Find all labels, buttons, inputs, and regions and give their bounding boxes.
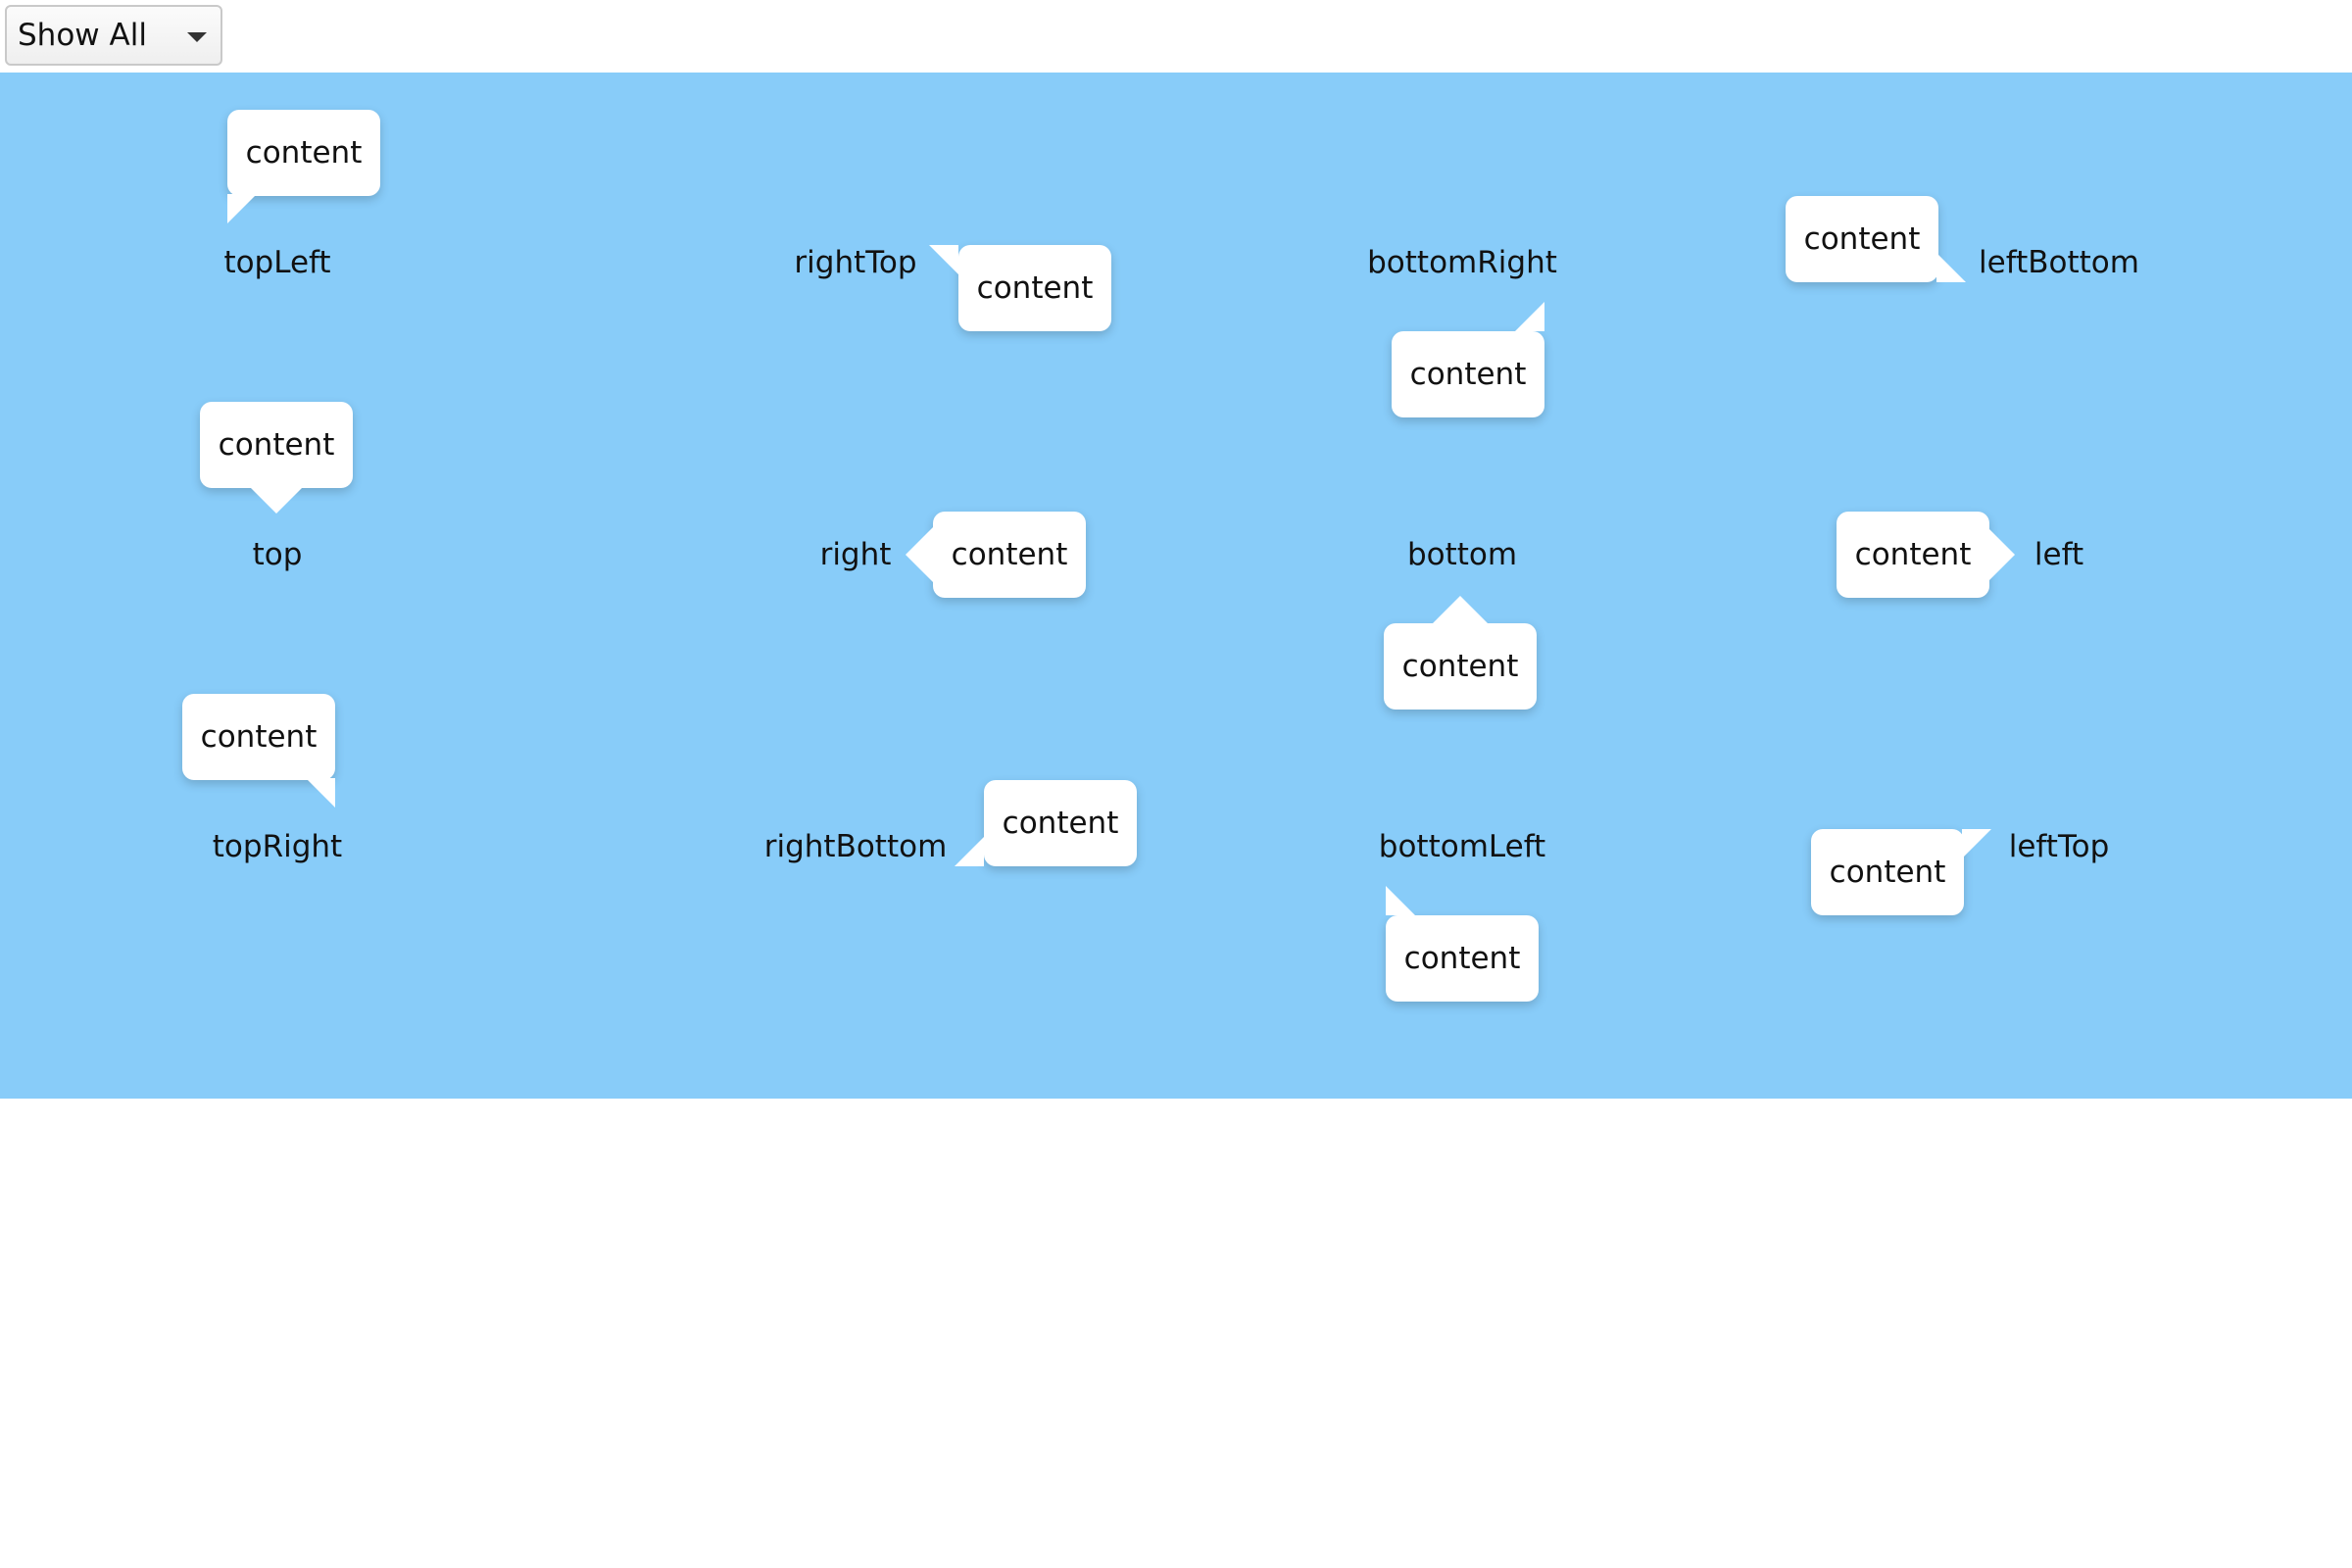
popover-arrow bbox=[1936, 253, 1966, 282]
trigger-leftBottom[interactable]: leftBottom bbox=[1979, 245, 2139, 280]
popover-arrow bbox=[955, 837, 984, 866]
popover-content: content bbox=[1409, 357, 1527, 392]
popover-left: content bbox=[1837, 512, 2015, 598]
trigger-rightBottom[interactable]: rightBottom bbox=[763, 829, 948, 864]
popover-arrow bbox=[306, 778, 335, 808]
popover-topRight: content bbox=[182, 694, 335, 808]
popover-content: content bbox=[1403, 941, 1521, 976]
popover-content: content bbox=[218, 427, 335, 463]
popover-leftTop: content bbox=[1811, 829, 1991, 915]
trigger-topLeft[interactable]: topLeft bbox=[223, 245, 331, 280]
demo-stage: topLeft content rightTop content bottomR… bbox=[0, 73, 2352, 1099]
show-mode-select-value: Show All bbox=[18, 18, 147, 53]
trigger-topRight[interactable]: topRight bbox=[212, 829, 343, 864]
popover-arrow bbox=[227, 194, 257, 223]
trigger-right[interactable]: right bbox=[819, 537, 892, 572]
popover-arrow bbox=[929, 245, 958, 274]
trigger-bottom[interactable]: bottom bbox=[1406, 537, 1518, 572]
popover-arrow bbox=[1433, 596, 1488, 623]
trigger-leftTop[interactable]: leftTop bbox=[2008, 829, 2110, 864]
popover-content: content bbox=[951, 537, 1068, 572]
popover-top: content bbox=[200, 402, 353, 514]
popover-topLeft: content bbox=[227, 110, 380, 223]
popover-bottomLeft: content bbox=[1386, 886, 1539, 1002]
popover-arrow bbox=[249, 486, 304, 514]
popover-content: content bbox=[200, 719, 318, 755]
popover-arrow bbox=[1987, 527, 2015, 582]
popover-right: content bbox=[906, 512, 1086, 598]
popover-arrow bbox=[1962, 829, 1991, 858]
popover-content: content bbox=[1829, 855, 1946, 890]
popover-bottom: content bbox=[1384, 596, 1537, 710]
popover-content: content bbox=[245, 135, 363, 171]
popover-arrow bbox=[1386, 886, 1415, 915]
popover-content: content bbox=[1401, 649, 1519, 684]
popover-bottomRight: content bbox=[1392, 302, 1544, 417]
popover-arrow bbox=[1515, 302, 1544, 331]
trigger-rightTop[interactable]: rightTop bbox=[794, 245, 917, 280]
popover-arrow bbox=[906, 527, 933, 582]
popover-leftBottom: content bbox=[1786, 196, 1966, 282]
popover-content: content bbox=[976, 270, 1094, 306]
popover-content: content bbox=[1803, 221, 1921, 257]
trigger-bottomRight[interactable]: bottomRight bbox=[1367, 245, 1557, 280]
show-mode-select[interactable]: Show All bbox=[5, 5, 222, 66]
trigger-top[interactable]: top bbox=[252, 537, 303, 572]
toolbar: Show All bbox=[0, 0, 2352, 73]
popover-content: content bbox=[1854, 537, 1972, 572]
popover-content: content bbox=[1002, 806, 1119, 841]
popover-rightTop: content bbox=[929, 245, 1111, 331]
chevron-down-icon bbox=[187, 32, 207, 42]
trigger-bottomLeft[interactable]: bottomLeft bbox=[1378, 829, 1546, 864]
popover-rightBottom: content bbox=[955, 780, 1137, 866]
trigger-left[interactable]: left bbox=[2034, 537, 2084, 572]
